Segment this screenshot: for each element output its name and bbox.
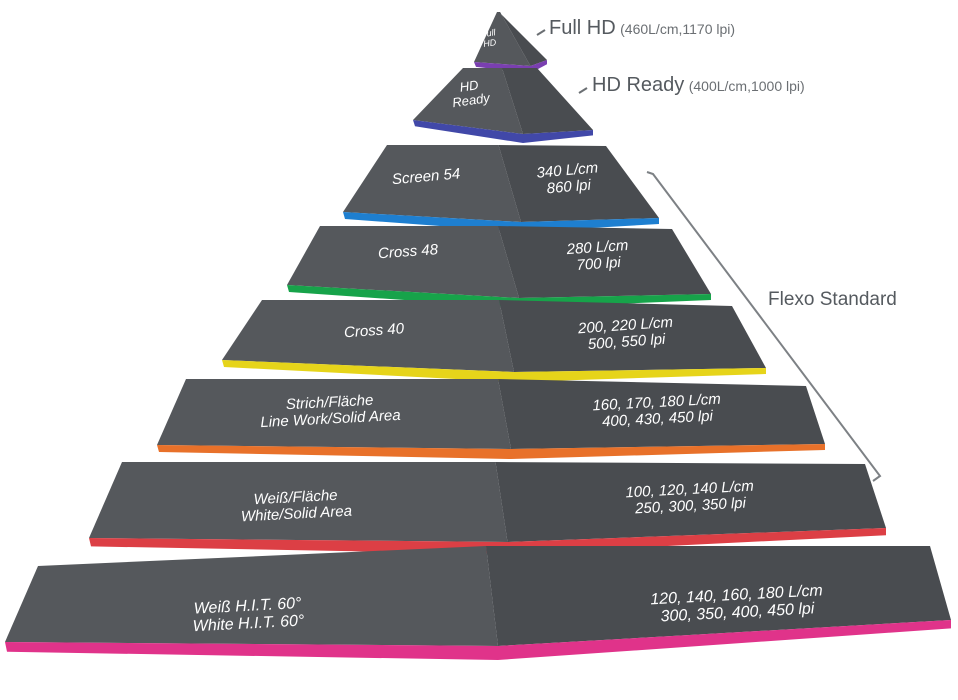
tier-name-label: FullHD <box>480 27 498 49</box>
tier-right-face <box>498 379 825 449</box>
tier-name-label: Weiß/FlächeWhite/Solid Area <box>240 486 353 525</box>
tier-right-face <box>499 12 547 66</box>
tier-name-label: Weiß H.I.T. 60°White H.I.T. 60° <box>191 595 305 635</box>
tier-name-label: Strich/FlächeLine Work/Solid Area <box>259 390 401 431</box>
tier-right-face <box>502 68 593 134</box>
full-hd-detail: (460L/cm,1170 lpi) <box>620 21 736 37</box>
tier-color-band <box>343 212 659 232</box>
tier-right-face <box>495 462 886 542</box>
tier-name-label: Screen 54 <box>391 165 461 188</box>
tier-resolution-label: 200, 220 L/cm500, 550 lpi <box>576 314 674 354</box>
full-hd-title: Full HD <box>549 17 616 39</box>
full-hd-callout: Full HD (460L/cm,1170 lpi) <box>549 17 735 40</box>
pyramid-tier: Cross 40 200, 220 L/cm500, 550 lpi <box>222 300 766 382</box>
callout-leaders <box>536 29 588 94</box>
tier-left-face <box>413 68 523 134</box>
tier-left-face <box>474 12 531 66</box>
pyramid-tier: FullHD <box>474 12 547 73</box>
tier-right-face <box>498 145 659 222</box>
tier-color-band <box>89 528 886 554</box>
tier-resolution-label: 340 L/cm860 lpi <box>536 159 600 198</box>
tier-resolution-label: 280 L/cm700 lpi <box>565 237 630 275</box>
hd-ready-title: HD Ready <box>592 74 685 96</box>
flexo-standard-bracket <box>646 171 882 482</box>
tier-color-band <box>222 360 766 382</box>
tier-name-label: Cross 48 <box>378 241 440 262</box>
tier-right-face <box>486 546 951 646</box>
pyramid-tier: Cross 48 280 L/cm700 lpi <box>287 226 711 308</box>
hd-ready-callout: HD Ready (400L/cm,1000 lpi) <box>592 74 805 97</box>
pyramid-tier: Screen 54 340 L/cm860 lpi <box>343 145 659 232</box>
tier-name-label: Cross 40 <box>344 320 406 341</box>
tier-color-band <box>287 285 711 308</box>
tier-resolution-label: 100, 120, 140 L/cm250, 300, 350 lpi <box>625 478 755 518</box>
pyramid-tier: HDReady <box>413 68 593 143</box>
flexo-standard-label: Flexo Standard <box>768 289 897 310</box>
tier-left-face <box>89 462 508 542</box>
tier-name-label: HDReady <box>449 76 492 110</box>
pyramid-tier: Strich/FlächeLine Work/Solid Area 160, 17… <box>157 379 825 459</box>
tier-resolution-label: 160, 170, 180 L/cm400, 430, 450 lpi <box>592 391 722 431</box>
tier-left-face <box>5 546 498 646</box>
pyramid-tier: Weiß/FlächeWhite/Solid Area 100, 120, 140… <box>89 462 886 554</box>
tier-right-face <box>499 300 766 372</box>
tier-left-face <box>222 300 514 372</box>
pyramid-tier: Weiß H.I.T. 60°White H.I.T. 60°120, 140,… <box>5 546 951 660</box>
tier-left-face <box>157 379 511 449</box>
tier-color-band <box>413 120 593 143</box>
hd-ready-detail: (400L/cm,1000 lpi) <box>688 78 805 94</box>
tier-right-face <box>498 226 711 298</box>
tier-left-face <box>343 145 521 222</box>
tier-color-band <box>157 444 825 459</box>
tier-left-face <box>287 226 519 298</box>
tier-color-band <box>5 620 951 660</box>
